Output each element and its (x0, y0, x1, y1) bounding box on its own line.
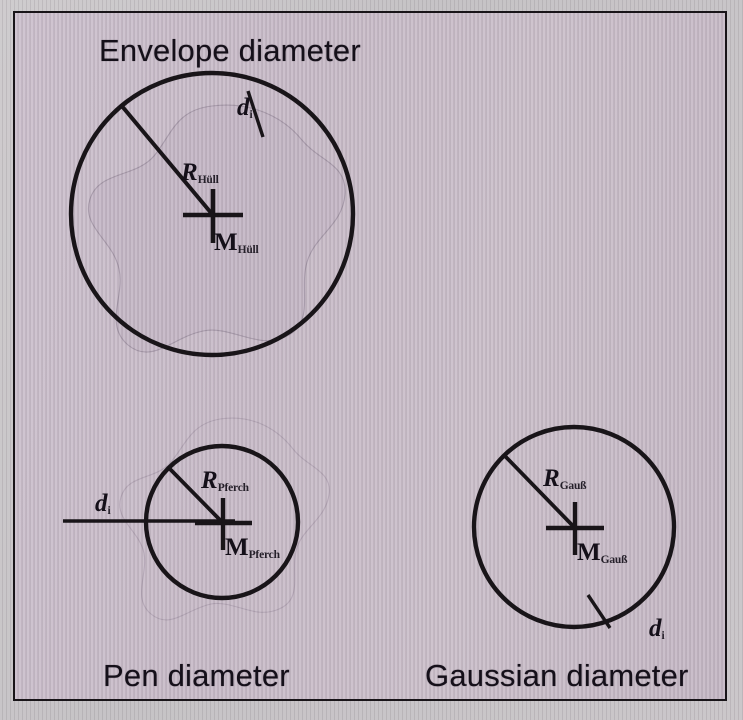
label-gaussian-center-subscript: Gauß (600, 553, 628, 566)
envelope-radius-line (119, 103, 214, 216)
label-envelope-center-symbol: M (214, 229, 238, 256)
envelope-distance-tick (246, 90, 265, 138)
label-envelope-center-subscript: Hüll (237, 243, 259, 256)
gaussian-circle (471, 424, 677, 630)
gaussian-panel-graphics (471, 424, 677, 630)
envelope-panel-graphics (68, 70, 356, 358)
pen-center-cross (195, 498, 252, 550)
gaussian-distance-tick (586, 594, 612, 629)
envelope-circle (68, 70, 356, 358)
label-gaussian-radius-symbol: R (543, 465, 560, 492)
label-envelope-radius: RHüll (181, 160, 219, 186)
label-pen-distance-symbol: d (95, 490, 108, 517)
label-pen-center-symbol: M (225, 534, 249, 561)
label-gaussian-center-symbol: M (577, 539, 601, 566)
pen-panel-graphics (63, 417, 330, 621)
label-pen-center-subscript: Pferch (248, 548, 280, 561)
label-envelope-radius-symbol: R (181, 159, 198, 186)
diameter-definitions-figure (63, 70, 677, 630)
label-gaussian-radius-subscript: Gauß (559, 479, 587, 492)
label-envelope-distance-symbol: d (237, 94, 250, 121)
label-envelope-distance-subscript: i (249, 108, 253, 121)
pen-radius-line (167, 466, 224, 524)
label-pen-radius: RPferch (201, 468, 249, 494)
label-gaussian-center: MGauß (577, 540, 627, 566)
label-gaussian-distance: di (649, 616, 665, 642)
label-gaussian-distance-subscript: i (661, 629, 665, 642)
label-pen-distance-subscript: i (107, 504, 111, 517)
caption-pen-diameter: Pen diameter (103, 658, 290, 693)
label-pen-radius-symbol: R (201, 467, 218, 494)
caption-envelope-diameter: Envelope diameter (99, 33, 361, 68)
envelope-profile-outline (87, 104, 346, 353)
label-pen-radius-subscript: Pferch (217, 481, 249, 494)
slide-background (15, 13, 725, 699)
label-envelope-distance: di (237, 95, 253, 121)
label-envelope-center: MHüll (214, 230, 259, 256)
gaussian-radius-line (502, 453, 576, 529)
label-gaussian-radius: RGauß (543, 465, 587, 492)
slide-frame: Envelope diameter RHüll MHüll di RPferch… (13, 11, 727, 701)
caption-gaussian-diameter: Gaussian diameter (425, 658, 689, 693)
pen-profile-outline (119, 417, 330, 621)
gaussian-center-cross (546, 502, 604, 555)
envelope-center-cross (183, 189, 243, 243)
label-pen-center: MPferch (225, 535, 280, 561)
label-gaussian-distance-symbol: d (649, 615, 662, 642)
label-pen-distance: di (95, 491, 111, 517)
label-envelope-radius-subscript: Hüll (197, 173, 219, 186)
